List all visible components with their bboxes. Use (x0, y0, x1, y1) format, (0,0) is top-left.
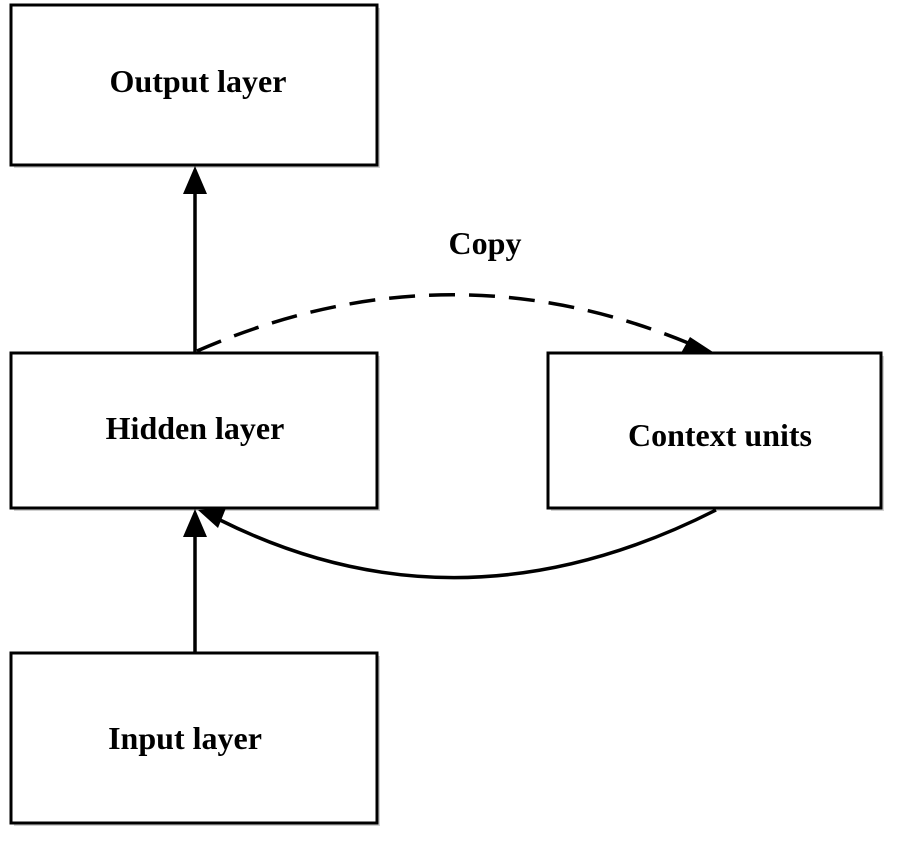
hidden-layer-label: Hidden layer (106, 410, 285, 446)
edge-copy-dashed-curve (196, 293, 701, 353)
hidden-layer-node: Hidden layer (9, 351, 380, 511)
edge-hidden-to-output (183, 166, 207, 353)
context-units-box (546, 351, 883, 510)
context-units-node: Context units (546, 351, 884, 511)
arrowhead-up-icon (183, 166, 207, 194)
edge-input-to-hidden (183, 509, 207, 653)
input-layer-node: Input layer (9, 651, 380, 826)
arrowhead-right-icon (681, 337, 716, 354)
arrowhead-left-icon (198, 508, 226, 528)
edge-copy-hidden-to-context: Copy (196, 225, 716, 354)
input-layer-label: Input layer (108, 720, 262, 756)
copy-label: Copy (449, 225, 522, 261)
output-layer-node: Output layer (9, 3, 380, 168)
arrowhead-up-icon (183, 509, 207, 537)
hidden-layer-box (9, 351, 379, 510)
edge-context-to-hidden-curve (219, 508, 717, 580)
output-layer-label: Output layer (110, 63, 287, 99)
context-units-label: Context units (628, 417, 812, 453)
output-layer-box (9, 3, 379, 167)
edge-context-to-hidden (198, 508, 717, 580)
